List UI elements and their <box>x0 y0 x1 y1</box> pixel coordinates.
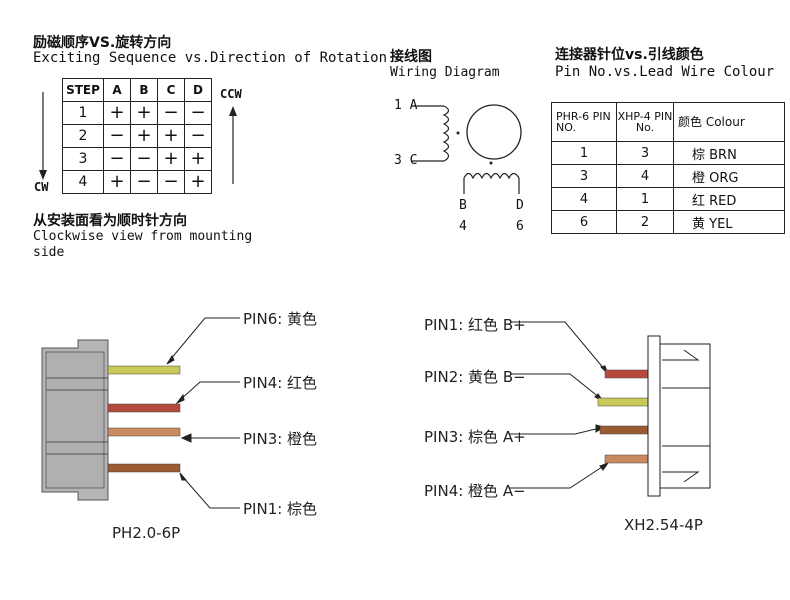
wire-brown <box>107 463 181 473</box>
xh-connector-name: XH2.54-4P <box>624 516 703 534</box>
step-cell: 1 <box>62 101 104 125</box>
table-row: 4 1 红 RED <box>551 187 785 211</box>
wire-brown <box>599 425 656 435</box>
table-cell: 4 <box>551 187 617 211</box>
phase-cell: − <box>157 170 185 194</box>
phase-cell: − <box>103 124 131 148</box>
ph-connector-name: PH2.0-6P <box>112 524 181 542</box>
cw-label: CW <box>34 180 49 194</box>
table-cell: 1 <box>616 187 674 211</box>
phase-cell: + <box>103 101 131 125</box>
table-cell: 2 <box>616 210 674 234</box>
wire-orange <box>107 427 181 437</box>
table-row: 1 + + − − <box>62 101 212 125</box>
table-cell: 3 <box>551 164 617 188</box>
wire-yellow <box>107 365 181 375</box>
wiring-title-cn: 接线图 <box>390 49 432 65</box>
motor-rotor-icon <box>466 104 522 160</box>
table-row: 3 4 橙 ORG <box>551 164 785 188</box>
table-cell: 红 RED <box>673 187 785 211</box>
rotation-note-en-2: side <box>33 245 65 260</box>
wiring-diagram <box>412 104 522 194</box>
table-header-row: STEP A B C D <box>62 78 212 102</box>
phase-cell: − <box>130 147 158 171</box>
xh-pin2-label: PIN2: 黄色 B− <box>424 368 526 386</box>
table-row: 2 − + + − <box>62 124 212 148</box>
header-b: B <box>130 78 158 102</box>
cw-arrow-icon <box>39 92 47 180</box>
pin-colour-table: PHR-6 PIN NO. XHP-4 PIN No. 颜色 Colour 1 … <box>551 102 785 234</box>
header-d: D <box>184 78 212 102</box>
table-row: 3 − − + + <box>62 147 212 171</box>
ccw-arrow-icon <box>229 106 237 184</box>
step-cell: 2 <box>62 124 104 148</box>
header-colour: 颜色 Colour <box>673 102 785 142</box>
phase-cell: + <box>130 124 158 148</box>
rotation-note-en-1: Clockwise view from mounting <box>33 229 253 244</box>
table-cell: 黄 YEL <box>673 210 785 234</box>
header-xhp4-pin: XHP-4 PIN No. <box>616 102 674 142</box>
ph-pin6-label: PIN6: 黄色 <box>243 310 318 328</box>
wiring-label-b: B <box>459 198 467 213</box>
sequence-title-cn: 励磁顺序VS.旋转方向 <box>33 35 172 51</box>
phase-cell: − <box>157 101 185 125</box>
coil-ac-icon <box>442 105 450 162</box>
wire-yellow <box>597 397 656 407</box>
ph-connector-drawing <box>41 317 240 509</box>
header-phr6-pin: PHR-6 PIN NO. <box>551 102 617 142</box>
phase-cell: − <box>184 124 212 148</box>
exciting-sequence-table: STEP A B C D 1 + + − − 2 − + + − 3 − − +… <box>62 78 212 194</box>
ph-pin4-label: PIN4: 红色 <box>243 374 318 392</box>
table-cell: 棕 BRN <box>673 141 785 165</box>
table-cell: 3 <box>616 141 674 165</box>
table-header-row: PHR-6 PIN NO. XHP-4 PIN No. 颜色 Colour <box>551 102 785 142</box>
table-row: 4 + − − + <box>62 170 212 194</box>
table-cell: 橙 ORG <box>673 164 785 188</box>
table-cell: 6 <box>551 210 617 234</box>
phase-cell: + <box>157 124 185 148</box>
sequence-title-en: Exciting Sequence vs.Direction of Rotati… <box>33 50 388 66</box>
phase-cell: + <box>157 147 185 171</box>
wiring-label-d: D <box>516 198 524 213</box>
table-cell: 4 <box>616 164 674 188</box>
ccw-label: CCW <box>220 87 242 101</box>
ph-pin1-label: PIN1: 棕色 <box>243 500 318 518</box>
phase-cell: + <box>184 170 212 194</box>
wire-red <box>107 403 181 413</box>
table-cell: 1 <box>551 141 617 165</box>
wiring-label-1a: 1 A <box>394 98 418 113</box>
phase-cell: + <box>184 147 212 171</box>
xh-pin3-label: PIN3: 棕色 A+ <box>424 428 526 446</box>
phase-cell: − <box>130 170 158 194</box>
ph-pin3-label: PIN3: 橙色 <box>243 430 318 448</box>
phase-cell: − <box>103 147 131 171</box>
header-a: A <box>103 78 131 102</box>
header-c: C <box>157 78 185 102</box>
pin-table-title-cn: 连接器针位vs.引线颜色 <box>555 47 704 63</box>
xh-pin4-label: PIN4: 橙色 A− <box>424 482 526 500</box>
wiring-label-3c: 3 C <box>394 153 418 168</box>
table-row: 6 2 黄 YEL <box>551 210 785 234</box>
phase-cell: + <box>103 170 131 194</box>
header-step: STEP <box>62 78 104 102</box>
wiring-label-6: 6 <box>516 219 524 234</box>
wiring-title-en: Wiring Diagram <box>390 65 500 80</box>
coil-bd-icon <box>463 172 520 180</box>
xh-pin1-label: PIN1: 红色 B+ <box>424 316 526 334</box>
phase-cell: + <box>130 101 158 125</box>
phase-cell: − <box>184 101 212 125</box>
step-cell: 4 <box>62 170 104 194</box>
wiring-label-4: 4 <box>459 219 467 234</box>
pin-table-title-en: Pin No.vs.Lead Wire Colour <box>555 64 775 80</box>
xh-connector-drawing <box>510 321 711 497</box>
table-row: 1 3 棕 BRN <box>551 141 785 165</box>
rotation-note-cn: 从安装面看为顺时针方向 <box>33 213 187 229</box>
step-cell: 3 <box>62 147 104 171</box>
